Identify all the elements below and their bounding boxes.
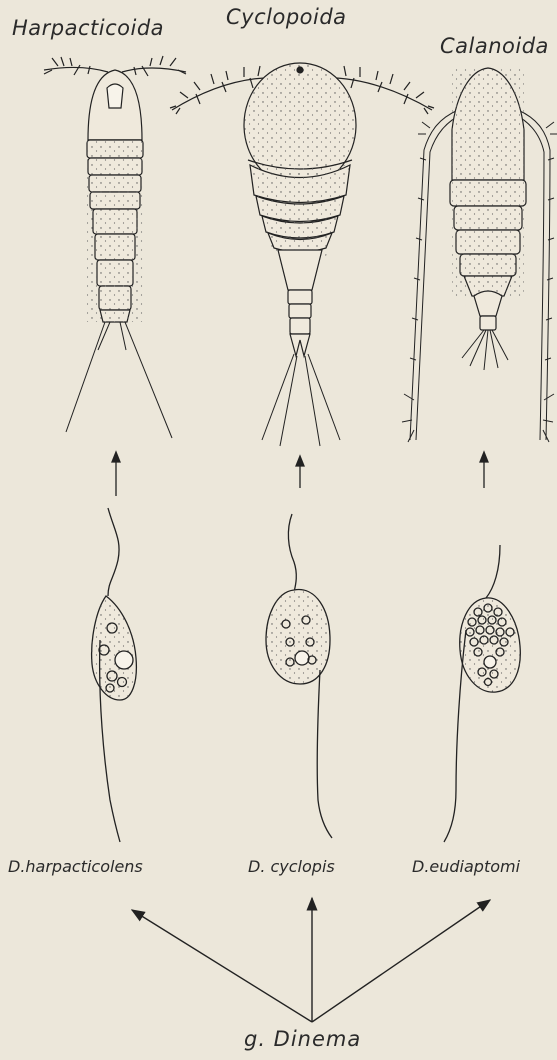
label-d-cyclopis: D. cyclopis [248,857,335,876]
cell-d-eudiaptomi [444,545,520,842]
cyclopoida-caudal-setae [262,354,340,446]
calanoida-urosome [474,291,502,316]
flagellum-trailing [444,630,466,842]
flagellum-trailing [317,670,332,838]
cyclopoida-urosome [278,250,322,290]
genus-arrows [132,898,490,1022]
cell-d-harpacticolens [92,508,137,842]
label-genus-dinema: g. Dinema [244,1027,361,1051]
label-cyclopoida: Cyclopoida [226,5,347,29]
calanoida-caudal-setae [462,330,508,370]
label-d-eudiaptomi: D.eudiaptomi [412,857,520,876]
cyclopoida-eye [297,67,303,73]
harpacticoida-rostrum [107,84,123,108]
cyclopoida-copepod [170,63,434,446]
cell-d-cyclopis [266,514,332,838]
arrow-to-harpacticolens [132,910,312,1022]
flagellum-anterior [108,508,119,596]
harpacticoida-caudal-setae [66,322,172,438]
flagellum-anterior [486,545,500,598]
calanoida-copepod [402,68,557,442]
label-d-harpacticolens: D.harpacticolens [8,857,143,876]
harpacticoida-copepod [44,56,186,438]
host-arrows [112,452,488,496]
arrow-to-eudiaptomi [312,900,490,1022]
label-calanoida: Calanoida [440,34,549,58]
label-harpacticoida: Harpacticoida [12,16,164,40]
flagellum-anterior [288,514,296,592]
